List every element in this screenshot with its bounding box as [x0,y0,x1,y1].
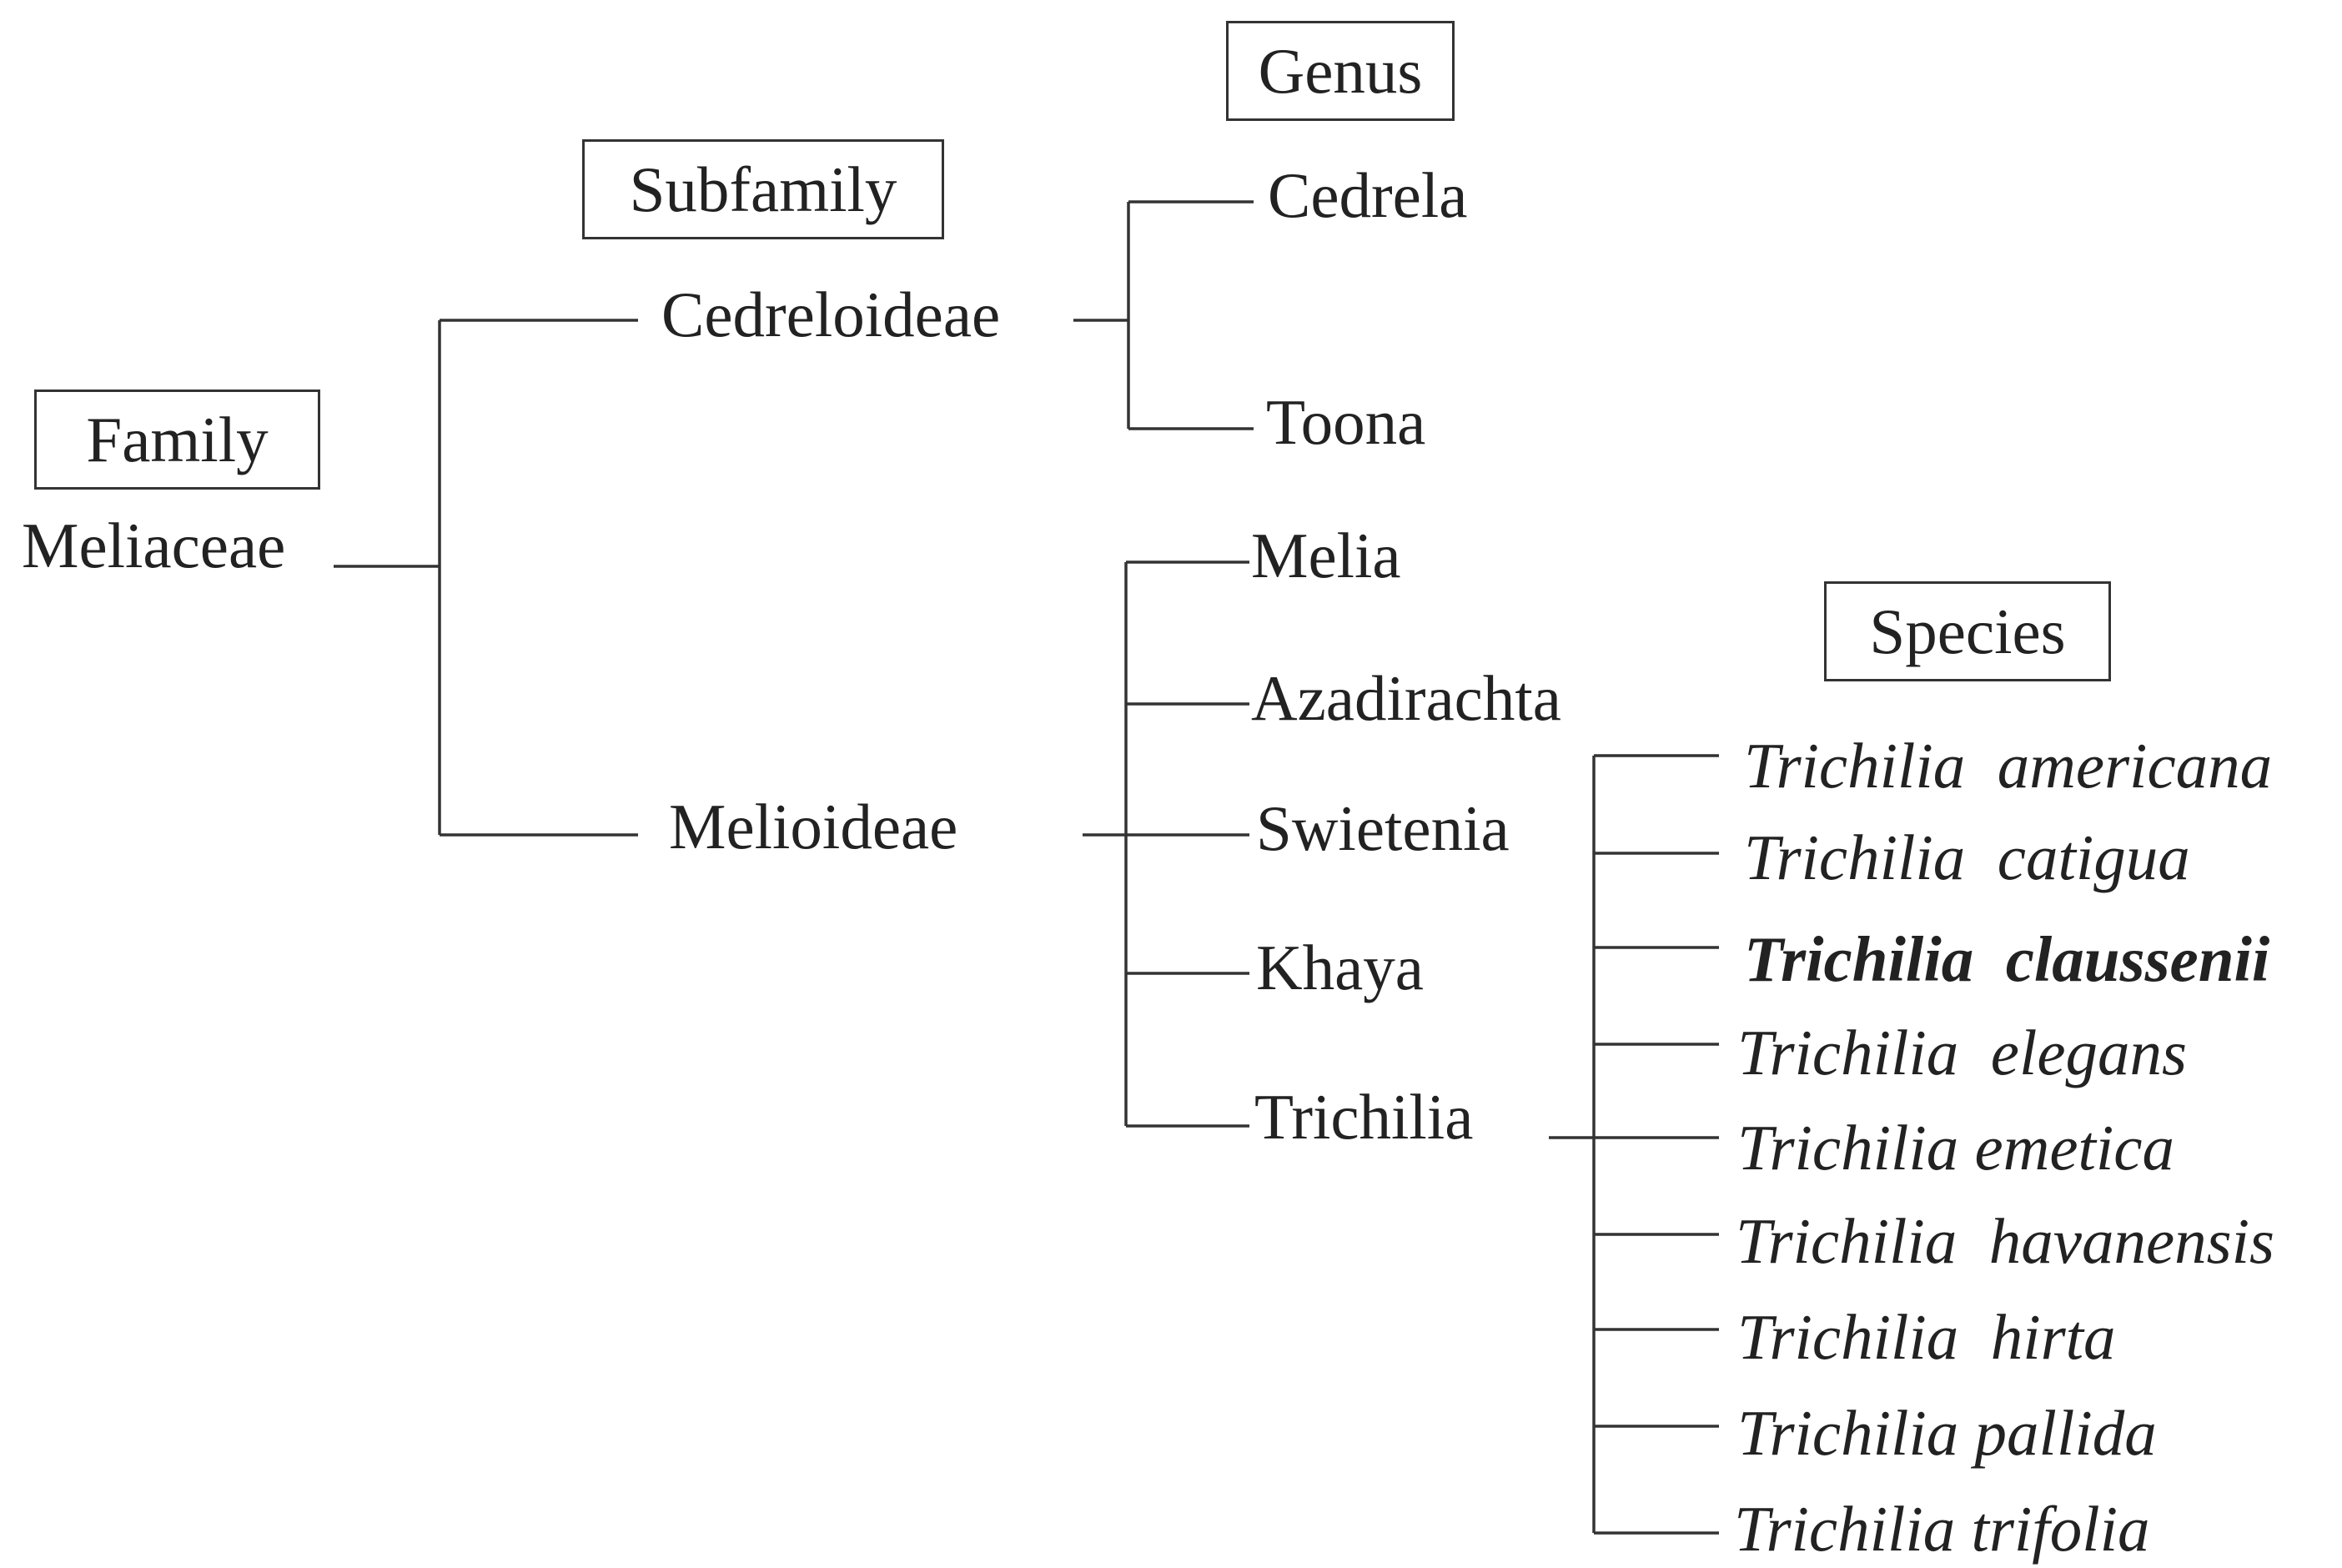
species-epithet: emetica [1974,1112,2174,1184]
genus-toona-label: Toona [1266,386,1426,458]
genus-khaya-label: Khaya [1256,932,1424,1003]
species-genus-name: Trichilia [1736,1205,1958,1277]
subfamily-melioideae-label: Melioideae [669,791,958,862]
genus-cedrela-label: Cedrela [1268,159,1468,231]
genus-swietenia-label: Swietenia [1256,792,1510,864]
species-genus-name: Trichilia [1744,822,1966,893]
species-epithet: americana [1997,730,2273,802]
species-epithet: hirta [1990,1301,2116,1373]
species-genus-name: Trichilia [1744,730,1966,802]
species-label: Trichilia americana [1744,734,2272,798]
species-genus-name: Trichilia [1737,1397,1959,1469]
species-label: Trichilia pallida [1737,1401,2157,1465]
species-genus-name: Trichilia [1737,1301,1959,1373]
species-epithet: catigua [1997,822,2190,893]
subfamily-cedreloideae-label: Cedreloideae [661,279,1001,350]
species-label: Trichilia hirta [1737,1305,2116,1369]
species-epithet: trifolia [1971,1493,2150,1565]
species-epithet: pallida [1974,1397,2157,1469]
species-epithet: claussenii [2005,923,2270,995]
species-label: Trichilia emetica [1737,1116,2174,1180]
family-label: Meliaceae [22,510,286,581]
genus-melia-label: Melia [1251,520,1401,591]
species-label: Trichilia catigua [1744,826,2190,890]
header-species-box: Species [1824,581,2111,681]
species-label: Trichilia elegans [1737,1021,2187,1085]
species-label-highlighted: Trichilia claussenii [1744,927,2269,992]
genus-azadirachta-label: Azadirachta [1251,662,1561,734]
header-subfamily-box: Subfamily [582,139,944,239]
species-label: Trichilia havanensis [1736,1209,2274,1274]
species-epithet: elegans [1990,1017,2188,1088]
genus-trichilia-label: Trichilia [1254,1081,1474,1153]
species-epithet: havanensis [1988,1205,2274,1277]
species-label: Trichilia trifolia [1734,1497,2149,1561]
species-genus-name: Trichilia [1737,1017,1959,1088]
header-family-box: Family [34,389,320,490]
header-genus-box: Genus [1226,21,1455,121]
species-genus-name: Trichilia [1734,1493,1956,1565]
species-genus-name: Trichilia [1744,923,1974,995]
species-genus-name: Trichilia [1737,1112,1959,1184]
